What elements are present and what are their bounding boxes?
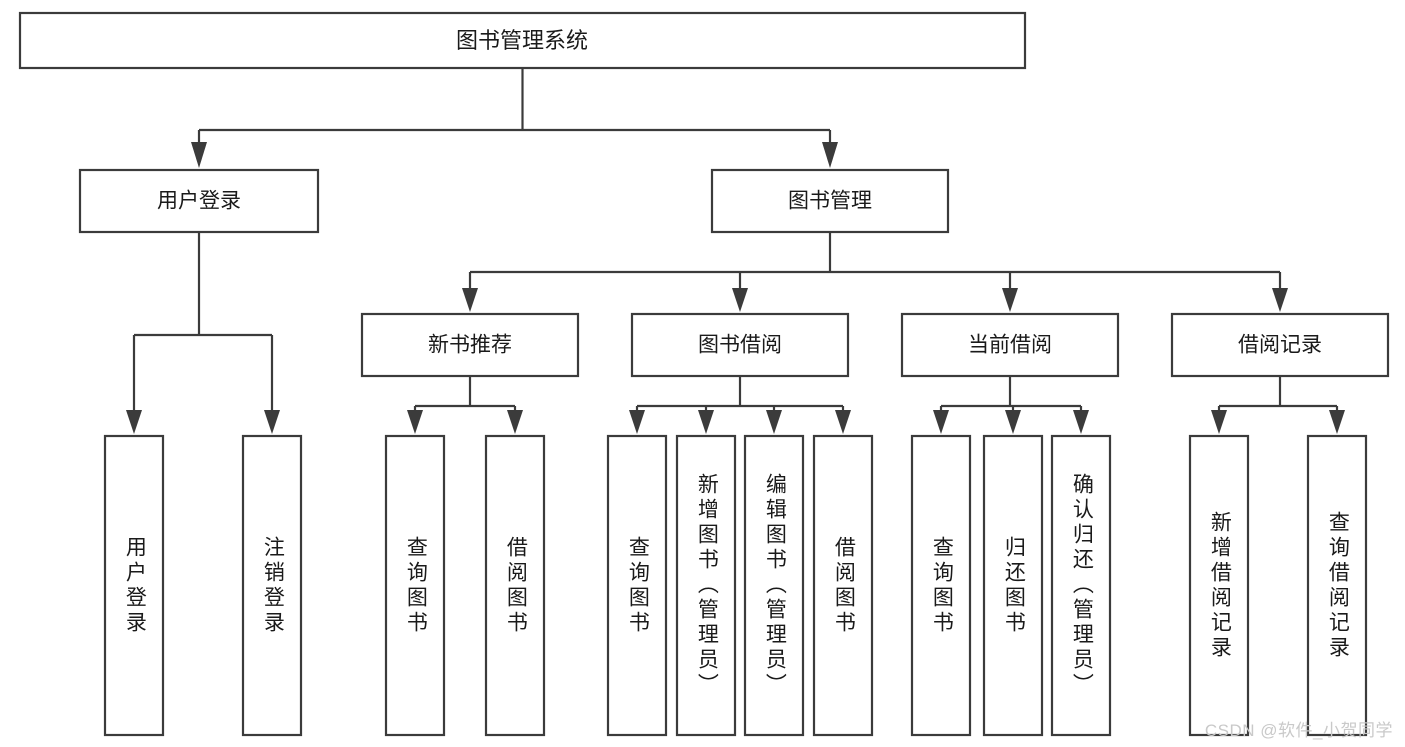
arrow-to-leaf-add-book <box>698 410 714 434</box>
leaf-return-book-box[interactable] <box>982 434 1044 737</box>
arrow-to-book-borrow <box>732 288 748 312</box>
current-borrow-label: 当前借阅 <box>968 334 1052 357</box>
new-book-recommend-box[interactable] <box>360 312 580 378</box>
leaf-nodes-layer <box>103 434 1368 737</box>
borrow-record-box[interactable] <box>1170 312 1390 378</box>
leaf-add-record-box[interactable] <box>1188 434 1250 737</box>
node-new-book-recommend[interactable]: 新书推荐 <box>360 312 580 378</box>
current-borrow-box[interactable] <box>900 312 1120 378</box>
leaf-confirm-return-box[interactable] <box>1050 434 1112 737</box>
leaf-query-book-1-box[interactable] <box>384 434 446 737</box>
leaf-query-record-box[interactable] <box>1306 434 1368 737</box>
leaf-borrow-book-2-box[interactable] <box>812 434 874 737</box>
connectors-layer <box>126 68 1345 434</box>
borrow-record-label: 借阅记录 <box>1238 334 1322 357</box>
arrow-to-book-manage <box>822 142 838 168</box>
arrow-to-leaf-query-record <box>1329 410 1345 434</box>
arrow-to-leaf-borrow-book-1 <box>507 410 523 434</box>
arrow-to-new-book-recommend <box>462 288 478 312</box>
leaf-add-book-box[interactable] <box>675 434 737 737</box>
book-borrow-box[interactable] <box>630 312 850 378</box>
node-user-login[interactable]: 用户登录 <box>78 168 320 234</box>
leaf-user-logout-box[interactable] <box>241 434 303 737</box>
arrow-to-leaf-user-logout <box>264 410 280 434</box>
leaf-borrow-book-1-box[interactable] <box>484 434 546 737</box>
book-manage-box[interactable] <box>710 168 950 234</box>
book-manage-label: 图书管理 <box>788 190 872 213</box>
arrow-to-borrow-record <box>1272 288 1288 312</box>
node-borrow-record[interactable]: 借阅记录 <box>1170 312 1390 378</box>
user-login-label: 用户登录 <box>157 190 241 213</box>
user-login-box[interactable] <box>78 168 320 234</box>
arrow-to-leaf-query-book-1 <box>407 410 423 434</box>
node-root[interactable]: 图书管理系统 <box>18 11 1027 70</box>
node-current-borrow[interactable]: 当前借阅 <box>900 312 1120 378</box>
arrow-to-user-login <box>191 142 207 168</box>
arrow-to-current-borrow <box>1002 288 1018 312</box>
root-box[interactable] <box>18 11 1027 70</box>
node-book-borrow[interactable]: 图书借阅 <box>630 312 850 378</box>
arrow-to-leaf-add-record <box>1211 410 1227 434</box>
leaf-query-book-3-box[interactable] <box>910 434 972 737</box>
new-book-recommend-label: 新书推荐 <box>428 334 512 357</box>
arrow-to-leaf-query-book-2 <box>629 410 645 434</box>
arrow-to-leaf-user-login <box>126 410 142 434</box>
leaf-query-book-2-box[interactable] <box>606 434 668 737</box>
arrow-to-leaf-query-book-3 <box>933 410 949 434</box>
root-label: 图书管理系统 <box>456 28 588 53</box>
node-book-manage[interactable]: 图书管理 <box>710 168 950 234</box>
arrow-to-leaf-confirm-return <box>1073 410 1089 434</box>
arrow-to-leaf-return-book <box>1005 410 1021 434</box>
arrow-to-leaf-borrow-book-2 <box>835 410 851 434</box>
leaf-user-login-box[interactable] <box>103 434 165 737</box>
leaf-edit-book-box[interactable] <box>743 434 805 737</box>
book-borrow-label: 图书借阅 <box>698 334 782 357</box>
arrow-to-leaf-edit-book <box>766 410 782 434</box>
